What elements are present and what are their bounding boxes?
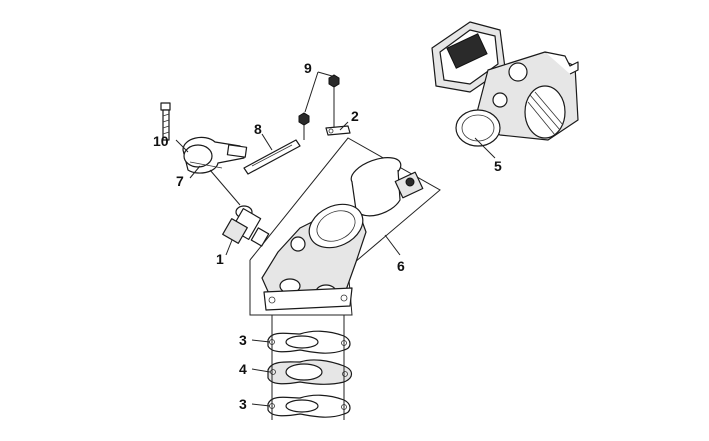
callout-3-upper: 3 [239, 332, 247, 348]
callout-5: 5 [494, 158, 502, 174]
gasket-upper-part [267, 330, 351, 354]
callout-8: 8 [254, 121, 262, 137]
gasket-lower-part [267, 394, 351, 418]
injector-holder-part [182, 136, 248, 174]
nut-parts [298, 71, 340, 140]
callout-6: 6 [397, 258, 405, 274]
callout-9: 9 [304, 60, 312, 76]
fuel-injector-part [209, 169, 270, 247]
callout-3-lower: 3 [239, 396, 247, 412]
callout-10: 10 [153, 133, 169, 149]
throttle-body-part [431, 21, 579, 159]
callout-4: 4 [239, 361, 247, 377]
gasket-middle-part [267, 359, 353, 385]
callout-2: 2 [351, 108, 359, 124]
callout-1: 1 [216, 251, 224, 267]
assembly-lines [175, 121, 401, 420]
mounting-strap-part [243, 139, 301, 175]
callout-7: 7 [176, 173, 184, 189]
bracket-part [325, 125, 351, 136]
intake-manifold-part [249, 137, 441, 316]
bolt-part [160, 102, 171, 141]
